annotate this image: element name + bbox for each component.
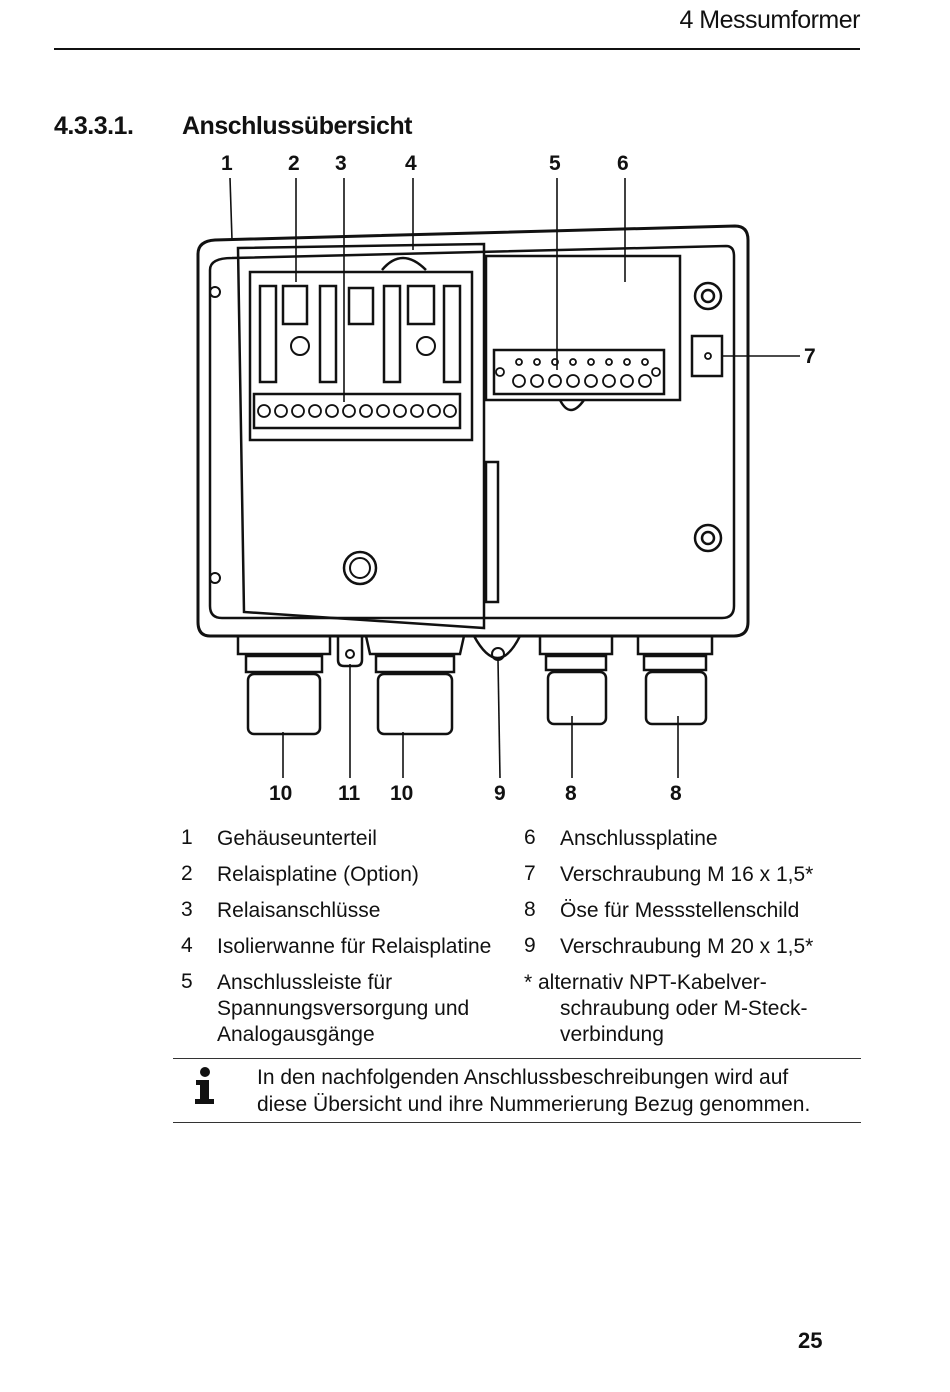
note-top-rule <box>173 1058 861 1059</box>
callout-7: 7 <box>804 345 816 368</box>
plug-7 <box>690 334 724 378</box>
page-number: 25 <box>798 1328 823 1353</box>
callout-2: 2 <box>288 152 300 175</box>
gland-8b <box>636 636 714 656</box>
housing-outer <box>196 224 750 638</box>
callout-10a: 10 <box>269 782 292 805</box>
callout-8a: 8 <box>565 782 577 805</box>
chapter-header: 4 Messumformer <box>679 6 860 34</box>
relay-terminal-strip <box>252 392 462 430</box>
section-title: Anschlussübersicht <box>182 112 412 140</box>
terminal-block <box>492 348 666 396</box>
callout-8b: 8 <box>670 782 682 805</box>
callout-5: 5 <box>549 152 561 175</box>
callout-10b: 10 <box>390 782 413 805</box>
callout-11: 11 <box>338 782 361 805</box>
relay-tray <box>236 242 486 630</box>
relay-board <box>248 270 474 442</box>
connection-overview-diagram: 1 2 3 4 5 6 7 10 11 10 9 8 8 <box>196 152 816 805</box>
callout-3: 3 <box>335 152 347 175</box>
section-number: 4.3.3.1. <box>54 112 134 140</box>
note-text: In den nachfolgenden Anschlussbeschreibu… <box>257 1066 811 1116</box>
housing-inner <box>208 244 736 620</box>
info-icon <box>195 1067 214 1104</box>
gland-10a <box>236 636 332 656</box>
callout-9: 9 <box>494 782 506 805</box>
gland-8a <box>538 636 614 656</box>
callout-4: 4 <box>405 152 417 175</box>
callout-1: 1 <box>221 152 233 175</box>
header-rule <box>54 48 860 50</box>
gland-9 <box>472 635 522 660</box>
callout-6: 6 <box>617 152 629 175</box>
note-bottom-rule <box>173 1122 861 1123</box>
gland-10b <box>364 635 466 656</box>
